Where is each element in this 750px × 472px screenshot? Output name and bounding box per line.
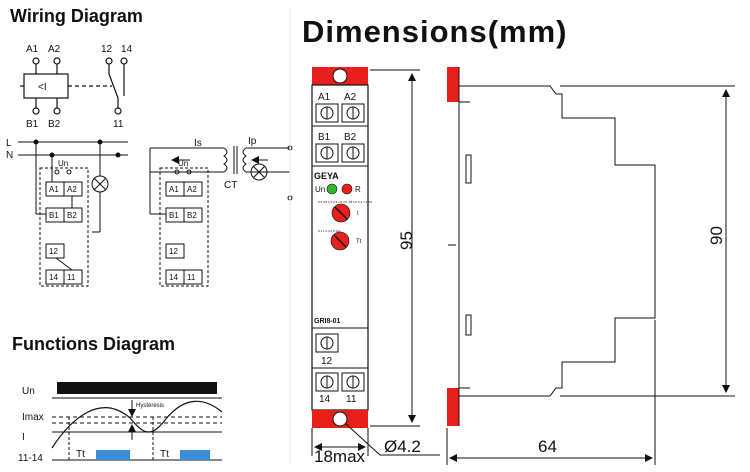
un-label-right: Un [178,159,188,168]
block-left-a2: A2 [67,185,77,194]
hole-label: Ø4.2 [384,437,421,456]
ct-label: CT [224,180,237,191]
dimensions-section: Dimensions(mm) A1 A2 B1 B2 [302,14,735,466]
block-left-14: 14 [49,273,58,282]
side-dimension-lines [446,85,735,465]
supply-lines [18,139,128,158]
block-right-12: 12 [169,247,178,256]
knob2-label: Tt [356,239,362,245]
front-b1: B1 [318,132,331,143]
block-left-a1: A1 [49,185,59,194]
block-right-a2: A2 [187,185,197,194]
tt-label-2: Tt [160,449,169,460]
led-red [341,183,353,195]
current-ip-label: Ip [248,136,257,147]
block-left-12: 12 [49,247,58,256]
height-side-label: 90 [707,226,726,245]
functions-diagram: Functions Diagram Un Imax I 11-14 Hyster… [12,334,223,464]
front-b2: B2 [344,132,357,143]
block-left-b2: B2 [67,211,77,220]
term-a2-label: A2 [48,44,61,55]
output-pulse-2 [180,450,210,460]
block-left-11: 11 [67,273,76,282]
current-is-label: Is [194,138,202,149]
block-right-11: 11 [187,273,196,282]
led-green [326,183,338,195]
wiring-title: Wiring Diagram [10,6,143,26]
term-a1-label: A1 [26,44,39,55]
wiring-block-right: Un A1 A2 B1 B2 12 14 11 Is CT [149,136,293,287]
block-right-a1: A1 [169,185,179,194]
front-a1: A1 [318,92,331,103]
line-n-label: N [6,150,13,161]
term-12-label: 12 [101,44,113,55]
tt-label-1: Tt [76,449,85,460]
term-b2-label: B2 [48,119,61,130]
depth-side-label: 64 [538,437,557,456]
front-12: 12 [321,356,333,367]
block-right-b1: B1 [169,211,179,220]
hysteresis-label: Hysteresis [136,403,164,409]
un-bar [57,382,217,394]
row-un-label: Un [22,386,35,397]
line-l-label: L [6,138,12,149]
un-label-left: Un [58,159,68,168]
brand-label: GEYA [314,171,339,181]
dimensions-title: Dimensions(mm) [302,14,567,49]
block-left-b1: B1 [49,211,59,220]
width-front-label: 18max [314,447,366,466]
term-b1-label: B1 [26,119,39,130]
row-out-label: 11-14 [18,453,43,464]
led-r-label: R [355,185,361,194]
row-imax-label: Imax [22,412,44,423]
term-14-label: 14 [121,44,133,55]
front-11: 11 [346,394,357,405]
front-14: 14 [319,394,331,405]
functions-title: Functions Diagram [12,334,175,354]
wiring-symbol: A1 A2 12 14 <I B1 B2 11 [20,44,133,130]
knob2-scale: 0.1 1 2 4 6 8 10s [318,229,341,233]
device-side [447,67,656,426]
led-un-label: Un [315,185,325,194]
front-a2: A2 [344,92,357,103]
knob1-scale: 0.5 0.8 1.6 2.4 3.2 4.0 4.8 5.6 6.4 7.2 … [318,200,373,204]
block-right-b2: B2 [187,211,197,220]
wiring-diagram: Wiring Diagram A1 A2 12 14 <I B1 B2 11 [6,6,293,287]
model-label: GRI8-01 [314,318,341,325]
relay-symbol-label: <I [38,82,47,93]
wiring-block-left: Un A1 A2 B1 B2 12 14 11 [35,142,109,287]
device-front: A1 A2 B1 B2 GEYA Un R 0.5 0.8 1.6 2.4 3.… [311,67,373,428]
height-front-label: 95 [397,231,416,250]
row-i-label: I [22,432,25,443]
knob1-label: I [357,211,359,217]
block-right-14: 14 [169,273,178,282]
term-11-label: 11 [113,119,124,130]
front-dimension-lines [311,69,440,456]
output-pulse-1 [96,450,130,460]
